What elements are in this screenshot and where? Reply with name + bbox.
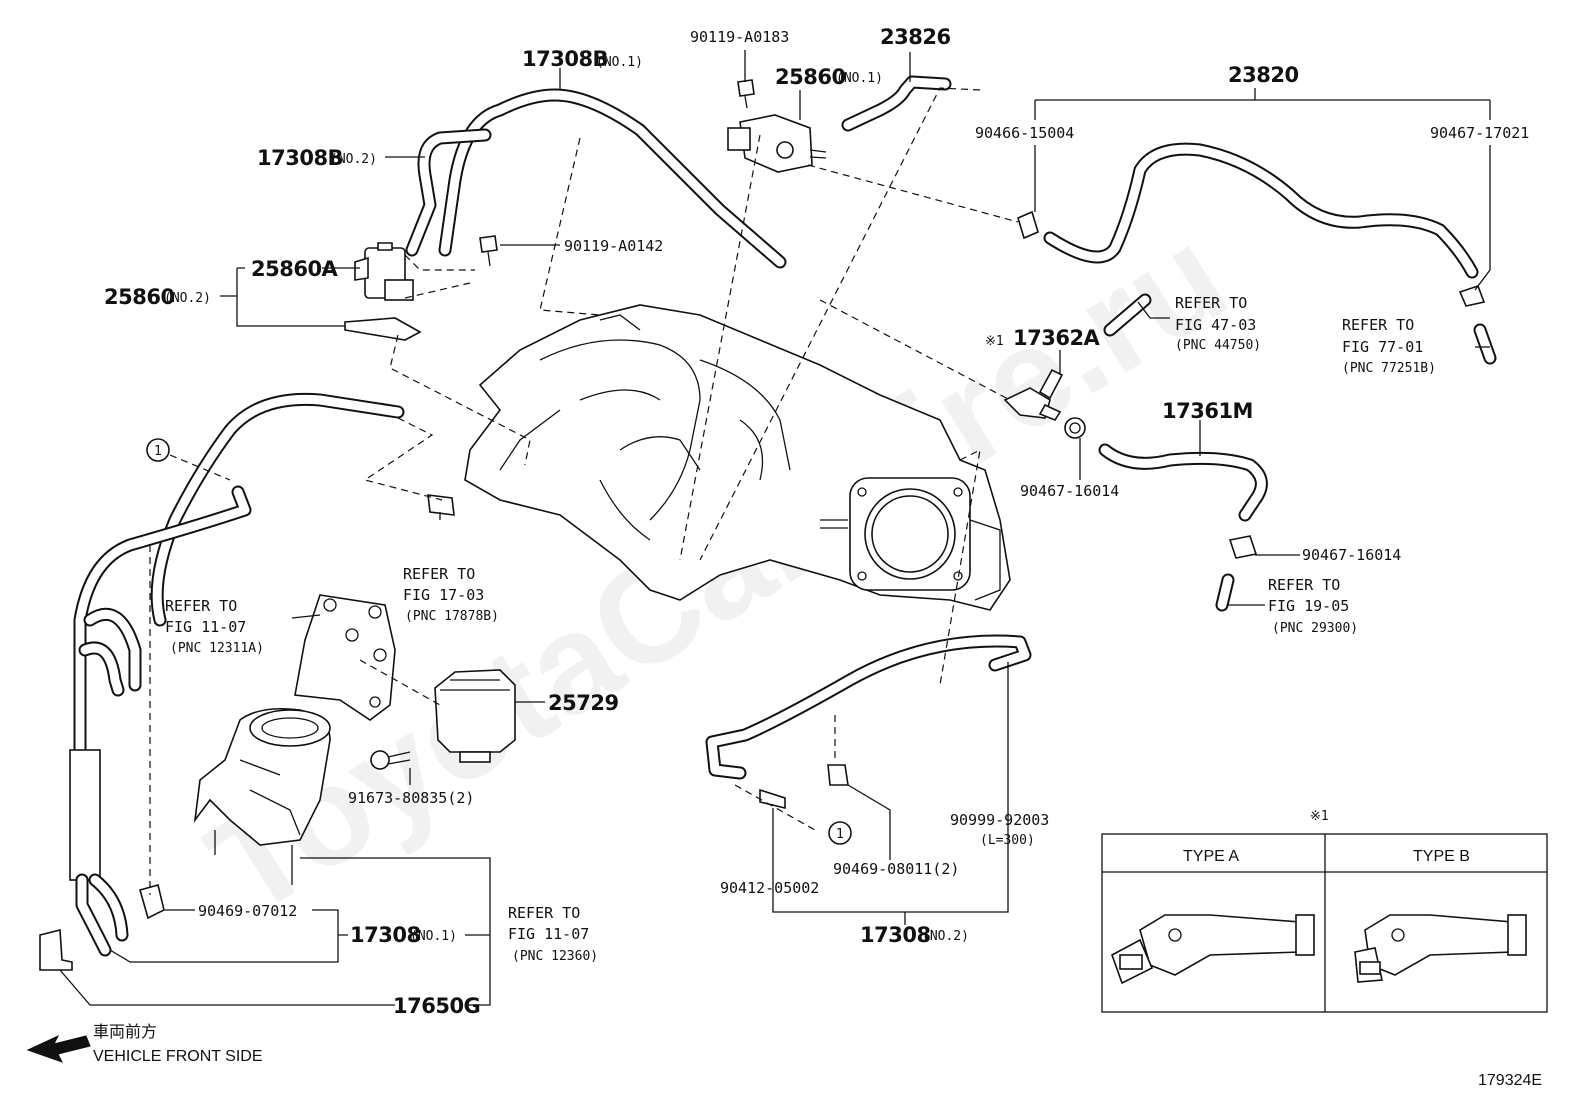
type-a-label: TYPE A bbox=[1183, 848, 1239, 865]
valves bbox=[39, 79, 1486, 971]
type-a-part bbox=[1111, 914, 1315, 985]
label-17362A-prefix: ※1 bbox=[985, 334, 1004, 349]
type-table-mark: ※1 bbox=[1310, 809, 1329, 824]
ref-fig11b-l2: FIG 11-07 bbox=[508, 925, 589, 943]
label-17308B-no2-note: (NO.2) bbox=[330, 152, 377, 167]
ref-fig11a-l3: (PNC 12311A) bbox=[170, 641, 264, 656]
label-17361M: 17361M bbox=[1162, 399, 1253, 423]
callout-circle-2 bbox=[828, 821, 852, 845]
label-23820: 23820 bbox=[1228, 63, 1299, 87]
label-17650G: 17650G bbox=[393, 994, 480, 1018]
hoses bbox=[69, 75, 1497, 957]
ref-fig11b-l1: REFER TO bbox=[508, 904, 580, 922]
label-90469-07012: 90469-07012 bbox=[198, 902, 297, 920]
label-90412-05002: 90412-05002 bbox=[720, 879, 819, 897]
ref-fig17-l1: REFER TO bbox=[403, 565, 475, 583]
label-17308-no2-note: (NO.2) bbox=[922, 929, 969, 944]
label-17308B-no1-note: (NO.1) bbox=[596, 55, 643, 70]
callout-label-2: 1 bbox=[836, 827, 844, 842]
callout-label-1: 1 bbox=[154, 444, 162, 459]
direction-jp: 車両前方 bbox=[93, 1023, 157, 1041]
label-17308B-no1: 17308B bbox=[522, 47, 608, 71]
ref-fig11b-l3: (PNC 12360) bbox=[512, 949, 598, 964]
direction-indicator: 車両前方 VEHICLE FRONT SIDE bbox=[26, 1023, 263, 1065]
label-17362A: 17362A bbox=[1013, 326, 1101, 350]
type-b-label: TYPE B bbox=[1413, 848, 1470, 865]
ref-fig77-l2: FIG 77-01 bbox=[1342, 338, 1423, 356]
callouts: 1 1 bbox=[146, 438, 852, 845]
ref-fig17-l2: FIG 17-03 bbox=[403, 586, 484, 604]
label-90467-16014-b: 90467-16014 bbox=[1302, 546, 1401, 564]
ref-fig17-l3: (PNC 17878B) bbox=[405, 609, 499, 624]
label-17308-no1: 17308 bbox=[350, 923, 421, 947]
label-25729: 25729 bbox=[548, 691, 619, 715]
ref-fig11a-l1: REFER TO bbox=[165, 597, 237, 615]
ref-fig11a-l2: FIG 11-07 bbox=[165, 618, 246, 636]
ref-fig47-l1: REFER TO bbox=[1175, 294, 1247, 312]
dashed-guides bbox=[149, 87, 1019, 895]
ref-fig19-l1: REFER TO bbox=[1268, 576, 1340, 594]
type-table: ※1 TYPE A TYPE B bbox=[1101, 809, 1548, 1013]
leader-lines bbox=[59, 50, 1491, 1006]
label-90999-note: (L=300) bbox=[980, 833, 1035, 848]
intake-manifold bbox=[464, 304, 1011, 611]
callout-circle-1 bbox=[146, 438, 170, 462]
label-25860-no1: 25860 bbox=[775, 65, 846, 89]
label-90467-17021: 90467-17021 bbox=[1430, 124, 1529, 142]
label-17308B-no2: 17308B bbox=[257, 146, 343, 170]
ref-fig77-l1: REFER TO bbox=[1342, 316, 1414, 334]
label-17308-no1-note: (NO.1) bbox=[410, 929, 457, 944]
ref-fig77-l3: (PNC 77251B) bbox=[1342, 361, 1436, 376]
label-25860-no2-note: (NO.2) bbox=[164, 291, 211, 306]
label-90999-92003: 90999-92003 bbox=[950, 811, 1049, 829]
label-23826: 23826 bbox=[880, 25, 951, 49]
ref-fig19-l2: FIG 19-05 bbox=[1268, 597, 1349, 615]
label-90119-A0183: 90119-A0183 bbox=[690, 28, 789, 46]
ref-fig19-l3: (PNC 29300) bbox=[1272, 621, 1358, 636]
front-arrow-icon bbox=[26, 1034, 91, 1063]
label-25860-no1-note: (NO.1) bbox=[836, 71, 883, 86]
type-b-part bbox=[1354, 914, 1527, 983]
ref-fig47-l3: (PNC 44750) bbox=[1175, 338, 1261, 353]
label-90119-A0142: 90119-A0142 bbox=[564, 237, 663, 255]
ref-fig47-l2: FIG 47-03 bbox=[1175, 316, 1256, 334]
label-25860A: 25860A bbox=[251, 257, 339, 281]
direction-en: VEHICLE FRONT SIDE bbox=[93, 1048, 263, 1065]
label-25860-no2: 25860 bbox=[104, 285, 175, 309]
label-90469-08011: 90469-08011(2) bbox=[833, 860, 959, 878]
label-91673-80835: 91673-80835(2) bbox=[348, 789, 474, 807]
figure-id: 179324E bbox=[1478, 1072, 1542, 1089]
labels: 17308B (NO.1) 17308B (NO.2) 25860A 25860… bbox=[104, 25, 1529, 1018]
label-90467-16014-a: 90467-16014 bbox=[1020, 482, 1119, 500]
label-90466-15004: 90466-15004 bbox=[975, 124, 1074, 142]
label-17308-no2: 17308 bbox=[860, 923, 931, 947]
